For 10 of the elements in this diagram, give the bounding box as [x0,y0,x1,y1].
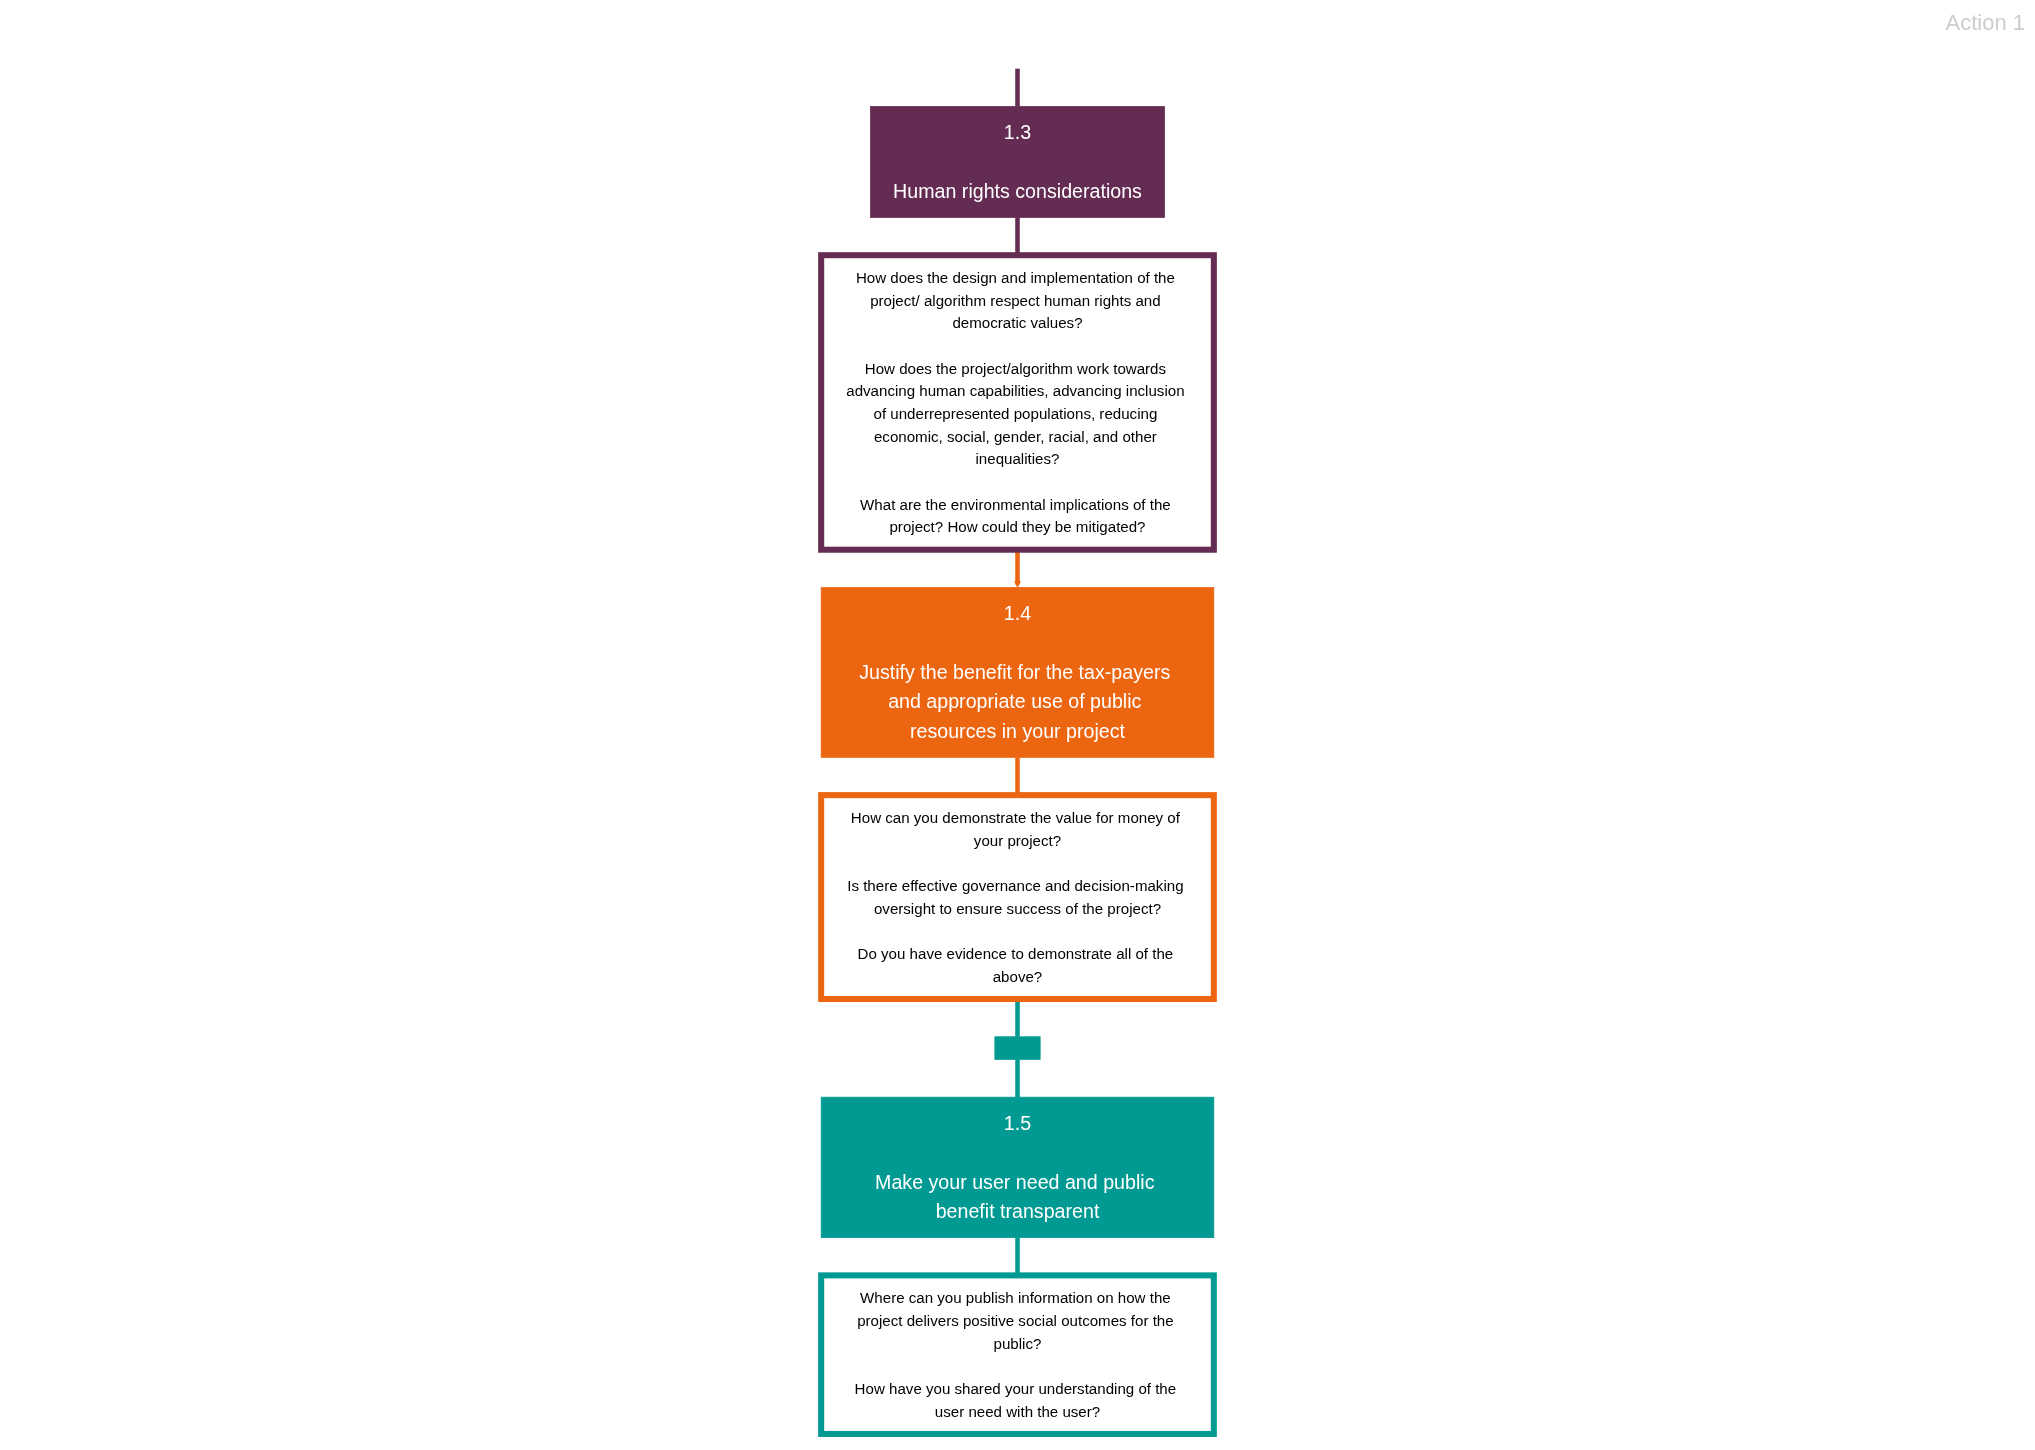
node-box: How can you demonstrate the value for money of your project? Is there effective governance and decision-making oversight to ensure success of the project? Do you have evidence to demonstrate all of the above? [818,792,1217,1003]
connector [1015,1059,1020,1098]
node-box: Where can you publish information on how the project delivers positive social outcomes for the public? How have you shared your understanding of the user need with the user? [818,1272,1217,1437]
connector [1015,999,1020,1037]
connector [1015,68,1020,107]
node-box: 1.4 Justify the benefit for the tax-payers and appropriate use of public resources in your project [820,587,1215,758]
node-box: 1.5 Make your user need and public benefit transparent [820,1096,1215,1238]
node-box [994,1036,1041,1060]
node-box: How does the design and implementation of the project/ algorithm respect human rights and democratic values? How does the project/algorithm work towards advancing human capabilities, advancing inclusion of underrepresented populations, reducing economic, social, gender, racial, and other inequalities? What are the environmental implications of the project? How could they be mitigated? [818,252,1217,553]
node-box: 1.3 Human rights considerations [870,106,1165,218]
